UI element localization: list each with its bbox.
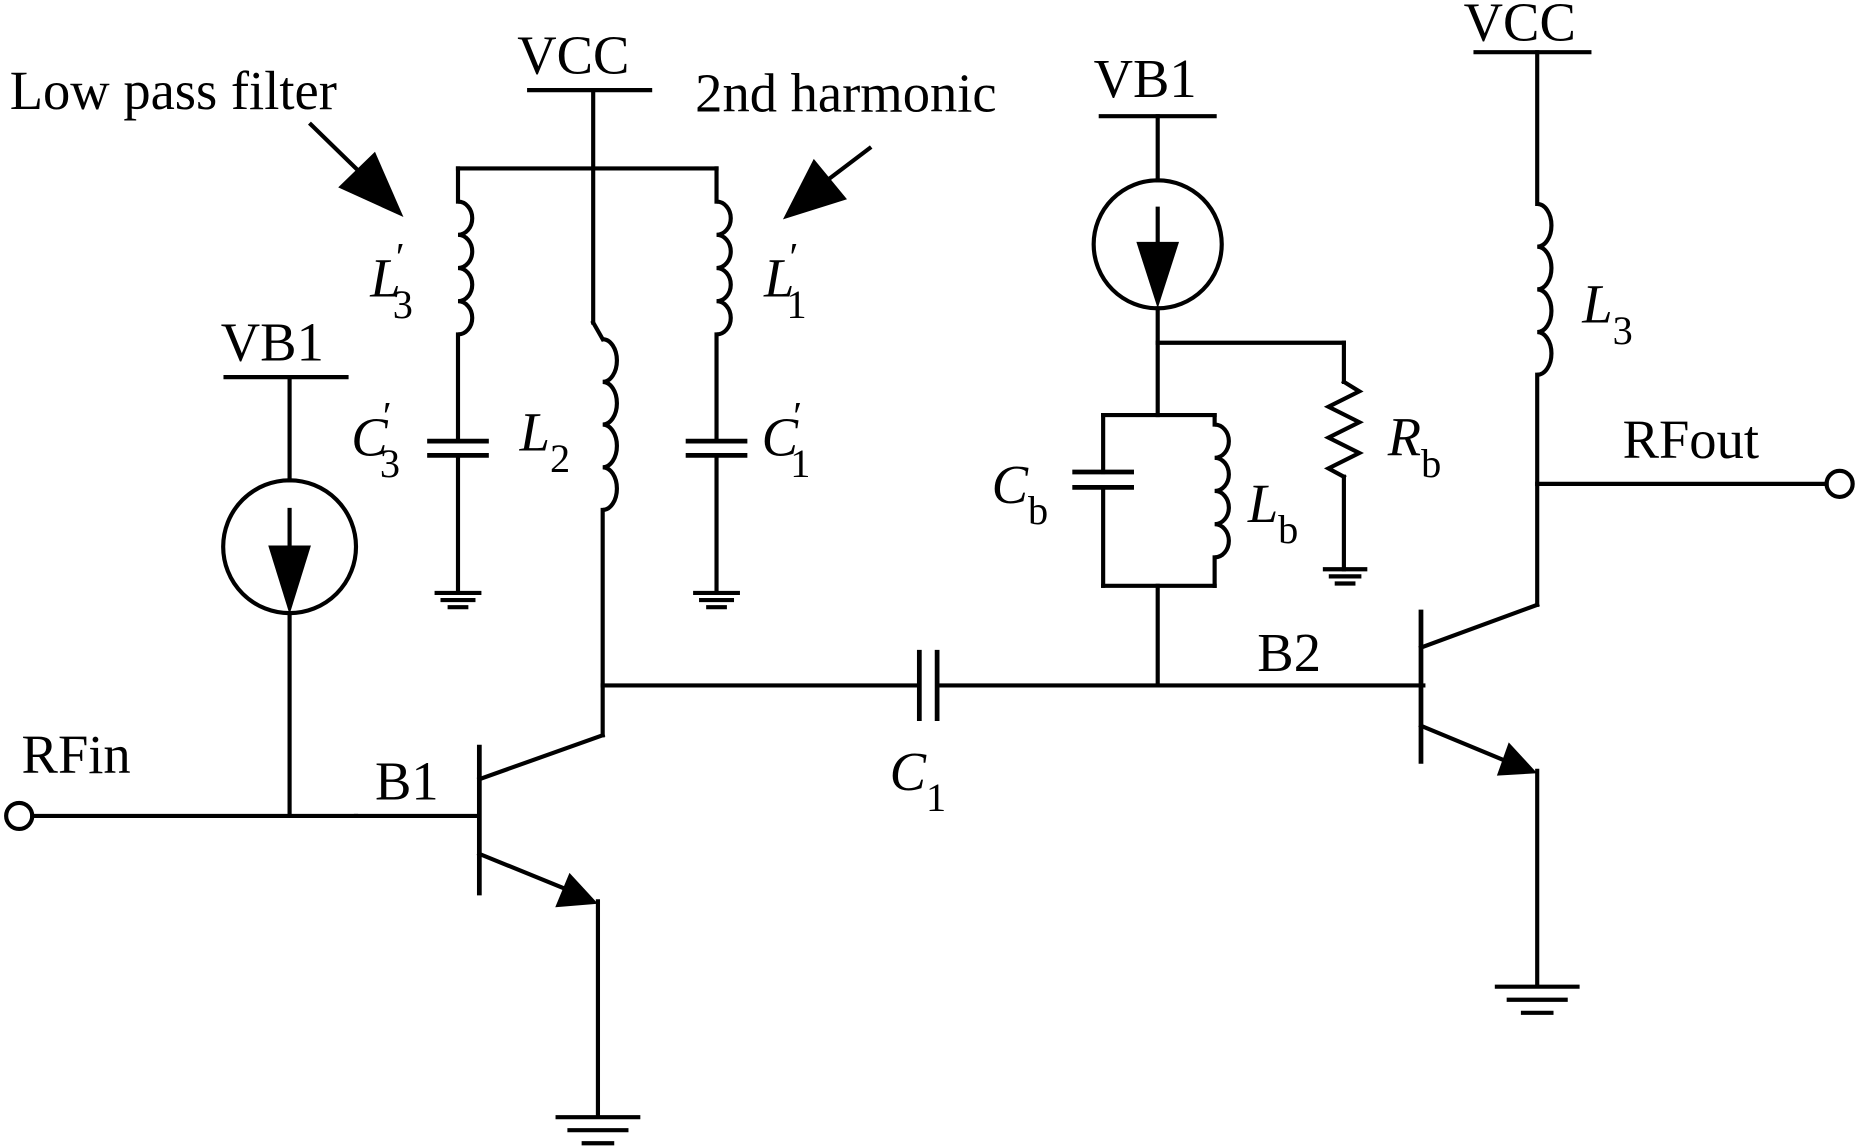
low-pass-filter-label: Low pass filter	[10, 60, 337, 121]
rfout-label: RFout	[1623, 409, 1759, 470]
second-harmonic-label: 2nd harmonic	[695, 62, 996, 123]
capacitor-c1-prime	[685, 438, 748, 596]
vcc-right-rail	[1473, 50, 1592, 207]
c1-label: C1	[890, 741, 947, 820]
transistor-q1	[476, 732, 606, 1117]
lb-label: Lb	[1247, 473, 1298, 552]
vb1-left-source	[221, 375, 359, 819]
transistor-q2	[1418, 602, 1540, 987]
rb-label: Rb	[1387, 406, 1441, 485]
vb1-mid-source	[1091, 114, 1346, 418]
tank-cb-lb	[1072, 413, 1231, 688]
low-pass-filter-arrow	[307, 121, 404, 218]
c1-prime-label: C′1	[762, 393, 811, 485]
inductor-l1-prime	[714, 166, 733, 444]
b2-label: B2	[1257, 622, 1321, 683]
vcc-left-rail	[455, 88, 719, 325]
vb1-left-label: VB1	[221, 312, 324, 373]
l1-prime-label: L′1	[763, 234, 807, 326]
inductor-l2	[590, 319, 619, 738]
b1-label: B1	[375, 750, 439, 811]
ground-q1	[555, 1115, 641, 1146]
vcc-right-label: VCC	[1464, 0, 1576, 52]
cb-label: Cb	[992, 454, 1049, 533]
second-harmonic-arrow	[782, 145, 873, 220]
rfout-port	[1535, 468, 1855, 499]
l3-prime-label: L′3	[369, 234, 413, 326]
rfin-port	[4, 800, 482, 832]
rfin-label: RFin	[22, 724, 131, 785]
capacitor-c3-prime	[427, 438, 489, 596]
ground-q2	[1494, 984, 1580, 1015]
capacitor-c1	[916, 649, 940, 722]
vcc-left-label: VCC	[517, 25, 629, 86]
ground-rb	[1322, 567, 1368, 586]
l3-label: L3	[1581, 274, 1633, 353]
resistor-rb	[1323, 340, 1364, 572]
c3-prime-label: C′3	[351, 393, 400, 485]
inductor-l3-prime	[455, 166, 475, 444]
l2-label: L2	[519, 402, 571, 481]
inductor-l3	[1535, 201, 1554, 607]
ground-l3-branch	[434, 590, 482, 610]
vb1-mid-label: VB1	[1094, 48, 1197, 109]
ground-l1-branch	[693, 590, 740, 610]
